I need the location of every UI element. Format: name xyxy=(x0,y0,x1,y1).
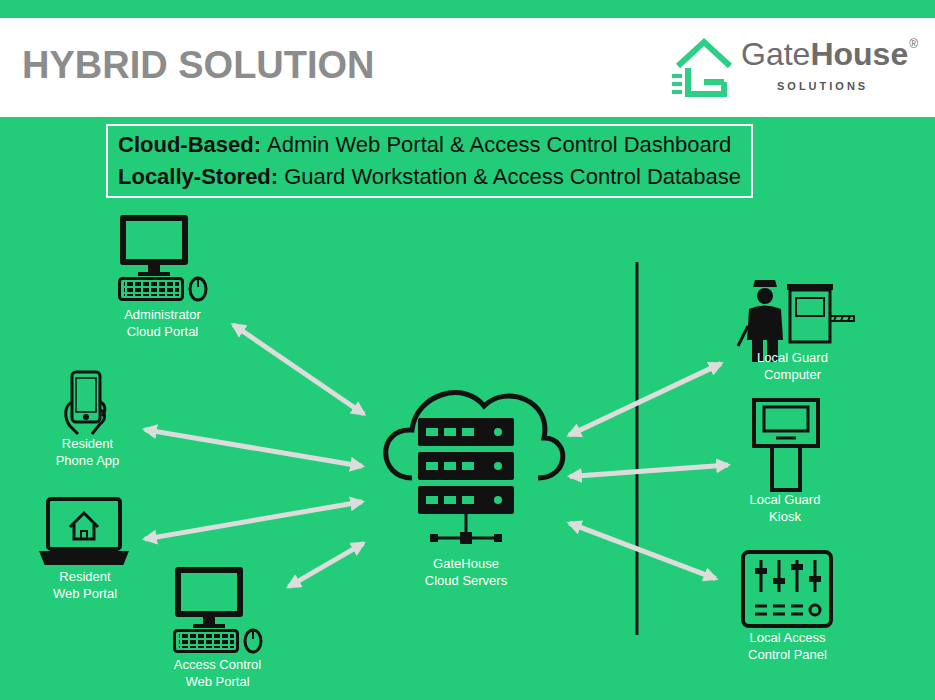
computer-icon xyxy=(175,567,262,652)
laptop-icon xyxy=(42,499,126,563)
control-panel-icon xyxy=(743,552,831,626)
node-label: Local Access Control Panel xyxy=(740,630,836,664)
node-label: Local Guard Kiosk xyxy=(741,492,829,526)
info-text: Guard Workstation & Access Control Datab… xyxy=(284,164,741,189)
device-node: Resident Phone App xyxy=(40,370,135,470)
info-heading: Cloud-Based: xyxy=(118,132,261,157)
info-line: Locally-Stored:Guard Workstation & Acces… xyxy=(118,161,741,193)
phone-icon xyxy=(66,372,105,434)
logo-subtitle: SOLUTIONS xyxy=(777,80,868,92)
guard-icon xyxy=(738,280,854,362)
logo-label: ® xyxy=(909,37,918,51)
data-arrow xyxy=(145,502,362,539)
device-node: Resident Web Portal xyxy=(35,496,135,603)
device-node: Local Access Control Panel xyxy=(725,548,850,664)
node-label: GateHouse Cloud Servers xyxy=(418,556,514,590)
info-heading: Locally-Stored: xyxy=(118,164,278,189)
device-node: Local Guard Kiosk xyxy=(738,396,832,526)
logo-label: SOLUTIONS xyxy=(777,80,868,92)
data-arrow xyxy=(289,543,364,586)
node-label: Administrator Cloud Portal xyxy=(115,307,210,341)
logo-label: Gate xyxy=(741,36,810,72)
node-label: Local Guard Computer xyxy=(748,350,838,384)
data-arrow xyxy=(569,364,721,436)
logo-text: GateHouse® xyxy=(741,38,918,70)
title-text: HYBRID SOLUTION xyxy=(22,44,375,86)
device-node: GateHouse Cloud Servers xyxy=(372,378,560,590)
data-arrow xyxy=(570,465,728,476)
node-label: Resident Web Portal xyxy=(47,569,123,603)
info-line: Cloud-Based:Admin Web Portal & Access Co… xyxy=(118,129,741,161)
cloud-server-icon xyxy=(386,393,563,544)
node-label: Access Control Web Portal xyxy=(168,657,268,691)
device-node: Administrator Cloud Portal xyxy=(100,212,225,341)
device-node: Local Guard Computer xyxy=(730,276,855,384)
data-arrow xyxy=(569,523,715,579)
logo-label: House xyxy=(810,36,908,72)
computer-icon xyxy=(120,215,207,300)
kiosk-icon xyxy=(754,400,818,490)
info-box: Cloud-Based:Admin Web Portal & Access Co… xyxy=(106,124,753,198)
page-title: HYBRID SOLUTION xyxy=(22,44,375,87)
info-text: Admin Web Portal & Access Control Dashbo… xyxy=(267,132,731,157)
node-label: Resident Phone App xyxy=(52,436,124,470)
data-arrow xyxy=(145,430,362,467)
divider-line xyxy=(636,262,639,635)
data-arrow xyxy=(233,325,363,414)
device-node: Access Control Web Portal xyxy=(155,565,280,691)
logo-icon xyxy=(672,42,730,94)
